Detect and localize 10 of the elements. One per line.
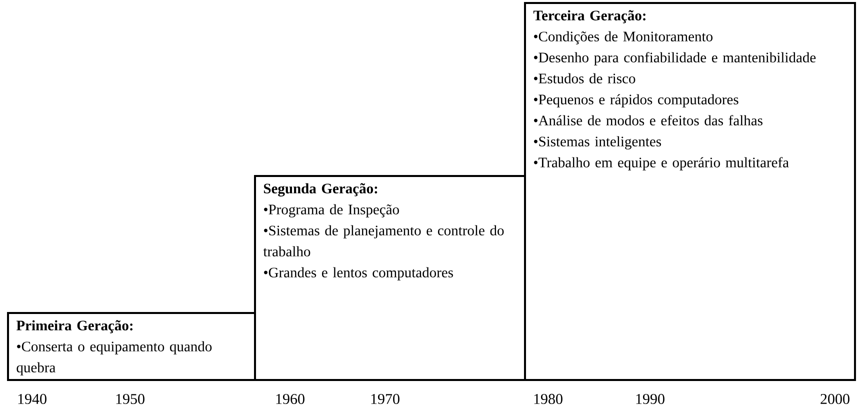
- year-label: 1940: [18, 394, 46, 404]
- year-label: 1950: [116, 394, 144, 404]
- generation-box: Primeira Geração: •Conserta o equipamento quando quebra: [7, 312, 256, 381]
- generation-box: Terceira Geração: •Condições de Monitoramento •Desenho para confiabilidade e mantenibilidade •Estudos de risco •Pequenos e rápidos computadores •Análise de modos e efeitos das falhas •Sistemas inteligentes •Trabalho em equipe e operário multitarefa: [524, 2, 856, 381]
- year-label: 2000: [820, 394, 850, 404]
- year-label: 1960: [276, 394, 304, 404]
- generation-box: Segunda Geração: •Programa de Inspeção •Sistemas de planejamento e controle do trabalho •Grandes e lentos computadores: [254, 175, 526, 381]
- year-label: 1970: [371, 394, 400, 404]
- year-label: 1980: [534, 394, 562, 404]
- year-label: 1990: [636, 394, 664, 404]
